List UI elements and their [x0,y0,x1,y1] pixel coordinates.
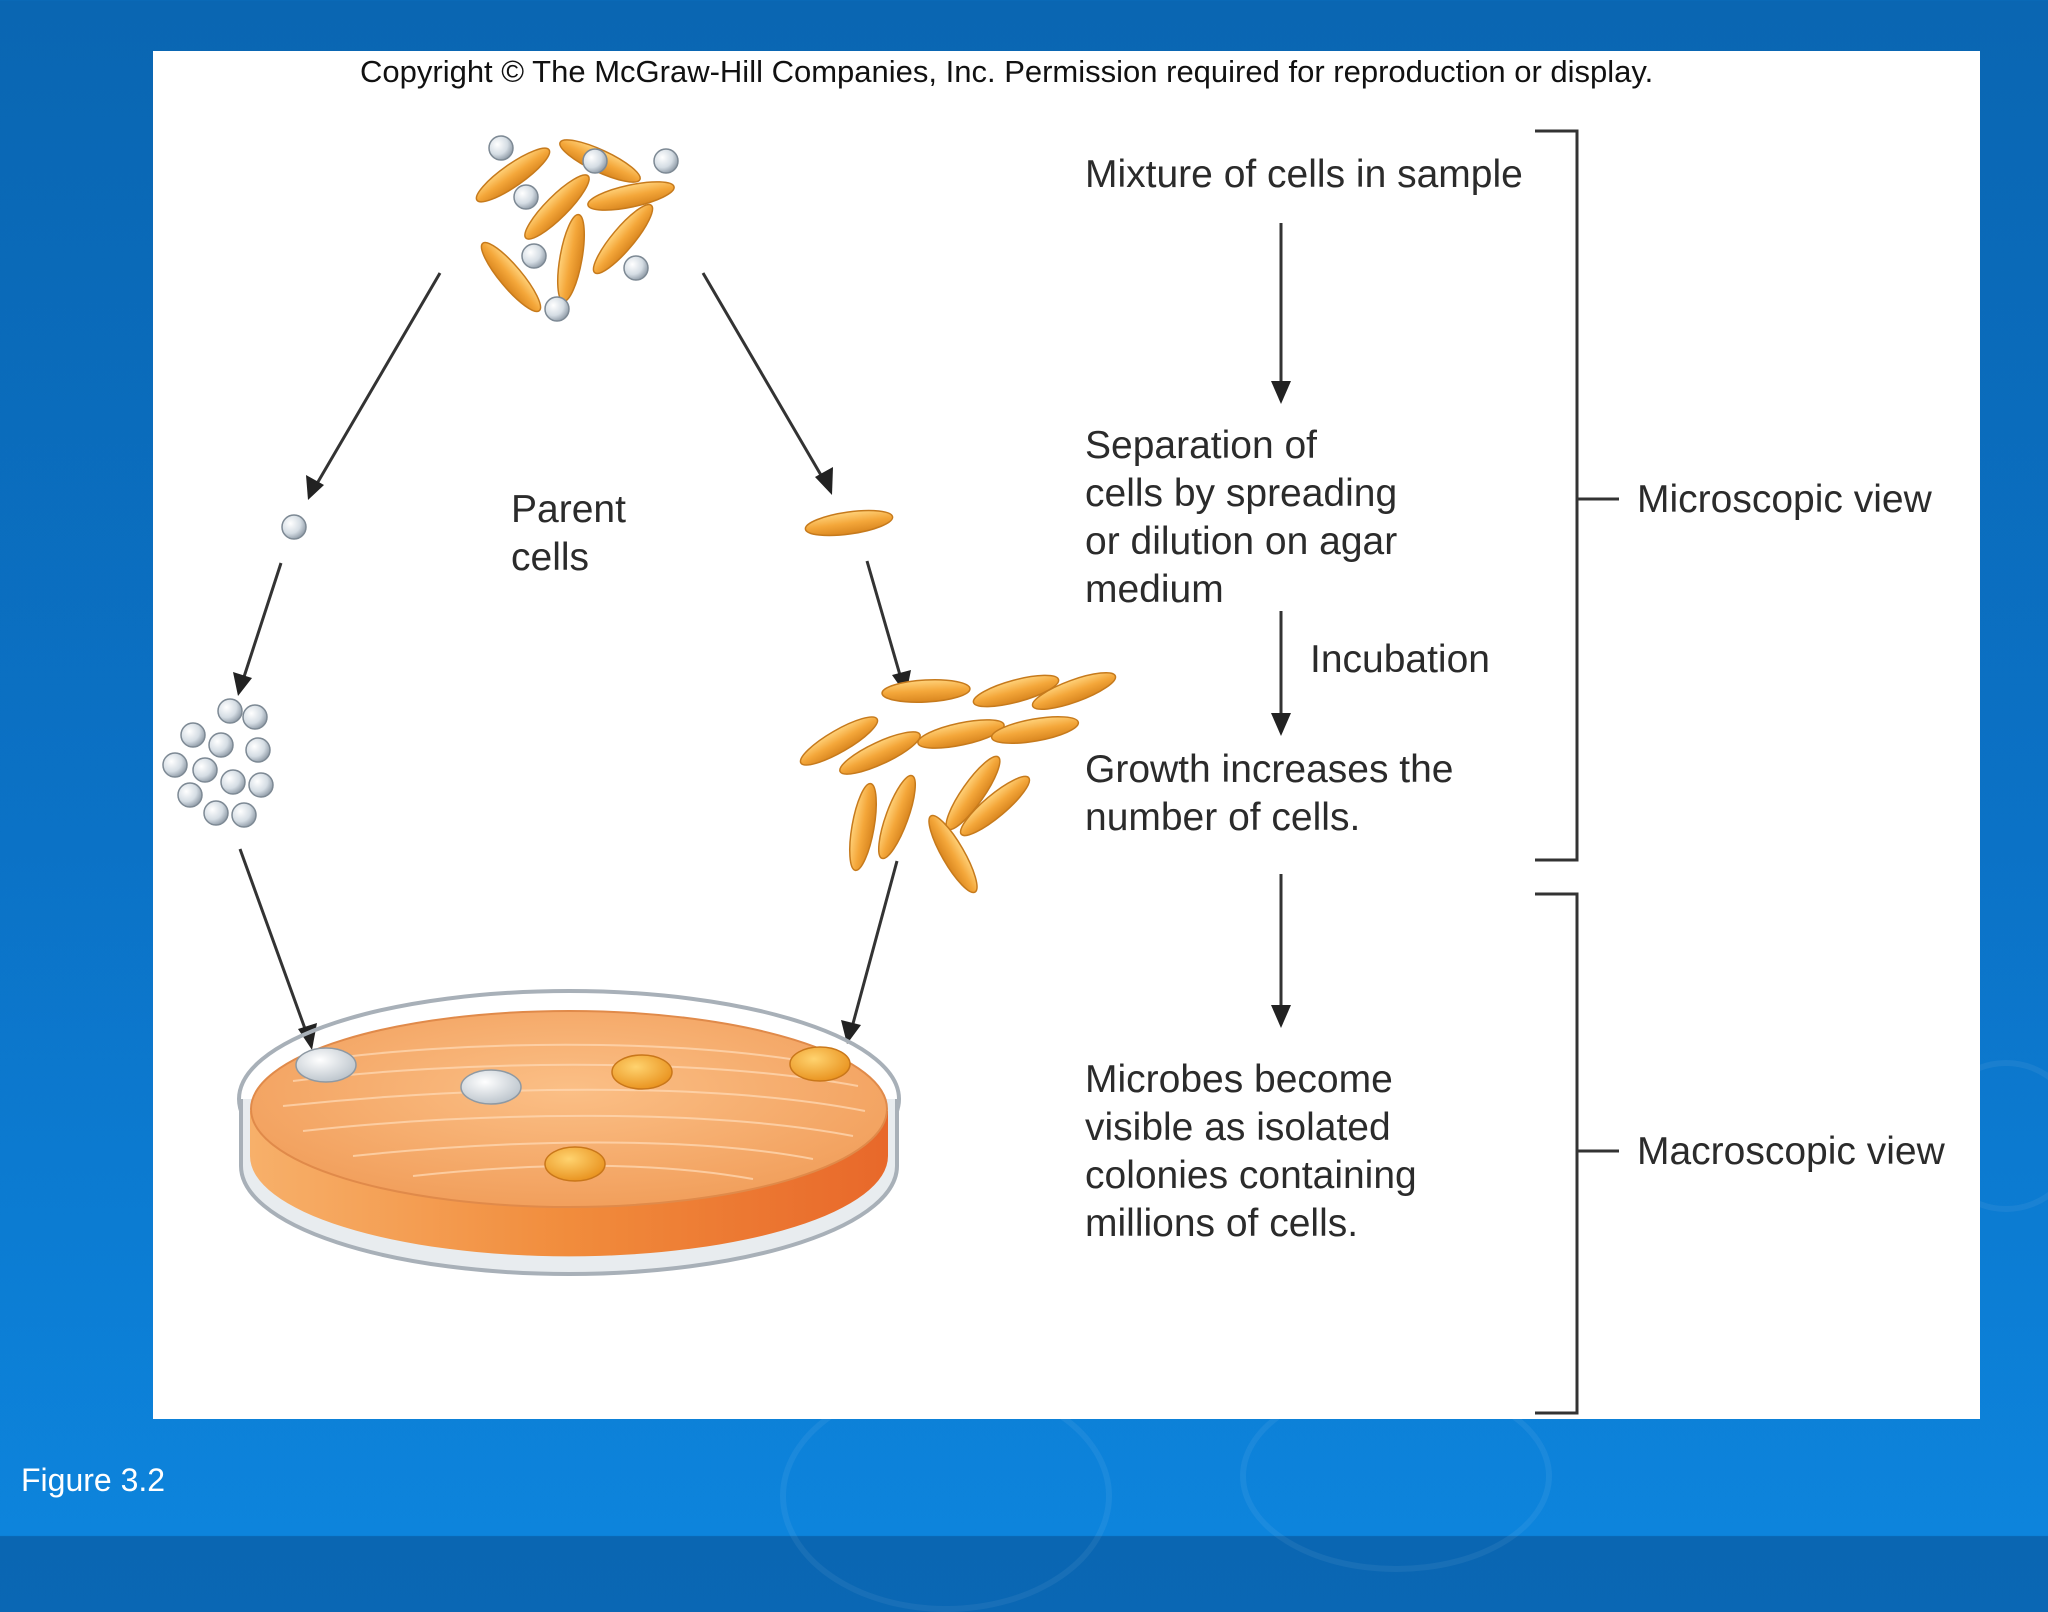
step-microbes-line4: millions of cells. [1085,1202,1358,1245]
step-separation-line1: Separation of [1085,424,1317,467]
parent-cells-label-line1: Parent [511,488,626,531]
step-microbes-line1: Microbes become [1085,1058,1393,1101]
arrow-to-parent-rod [701,272,833,495]
arrow-to-plate-right [841,860,899,1044]
step-separation-line4: medium [1085,568,1224,611]
arrow-to-plate-left [238,848,317,1050]
parent-coccus [281,514,307,540]
orange-colonies [544,1046,851,1182]
coccus-cluster [162,698,274,828]
arrow-growth-to-microbes [1271,874,1291,1028]
parent-rod [803,505,895,541]
arrow-mixture-to-separation [1271,223,1291,404]
parent-cells-label-line2: cells [511,536,589,579]
macroscopic-view-label: Macroscopic view [1637,1130,1946,1173]
white-colonies [295,1047,522,1105]
figure-panel: Copyright © The McGraw-Hill Companies, I… [153,51,1980,1419]
microscopic-view-label: Microscopic view [1637,478,1933,521]
step-separation-line2: cells by spreading [1085,472,1397,515]
step-microbes-line3: colonies containing [1085,1154,1417,1197]
figure-caption: Figure 3.2 [21,1462,166,1498]
step-growth-line1: Growth increases the [1085,748,1454,791]
arrow-to-coccus-group [233,562,283,696]
step-mixture-label: Mixture of cells in sample [1085,153,1523,196]
petri-dish [237,989,901,1276]
step-separation-line3: or dilution on agar [1085,520,1397,563]
arrow-incubation [1271,611,1291,736]
arrow-to-parent-coccus [306,272,442,500]
macroscopic-bracket [1535,892,1619,1415]
copyright-notice: Copyright © The McGraw-Hill Companies, I… [360,54,1653,89]
diagram-canvas: Copyright © The McGraw-Hill Companies, I… [162,54,1946,1415]
step-incubation-label: Incubation [1310,638,1490,681]
streak-lines [282,1043,866,1180]
rod-cluster [794,664,1120,899]
cell-mixture-cluster [469,131,679,322]
step-growth-line2: number of cells. [1085,796,1360,839]
step-microbes-line2: visible as isolated [1085,1106,1391,1149]
arrow-to-rod-group [865,560,911,695]
microscopic-bracket [1535,129,1619,862]
